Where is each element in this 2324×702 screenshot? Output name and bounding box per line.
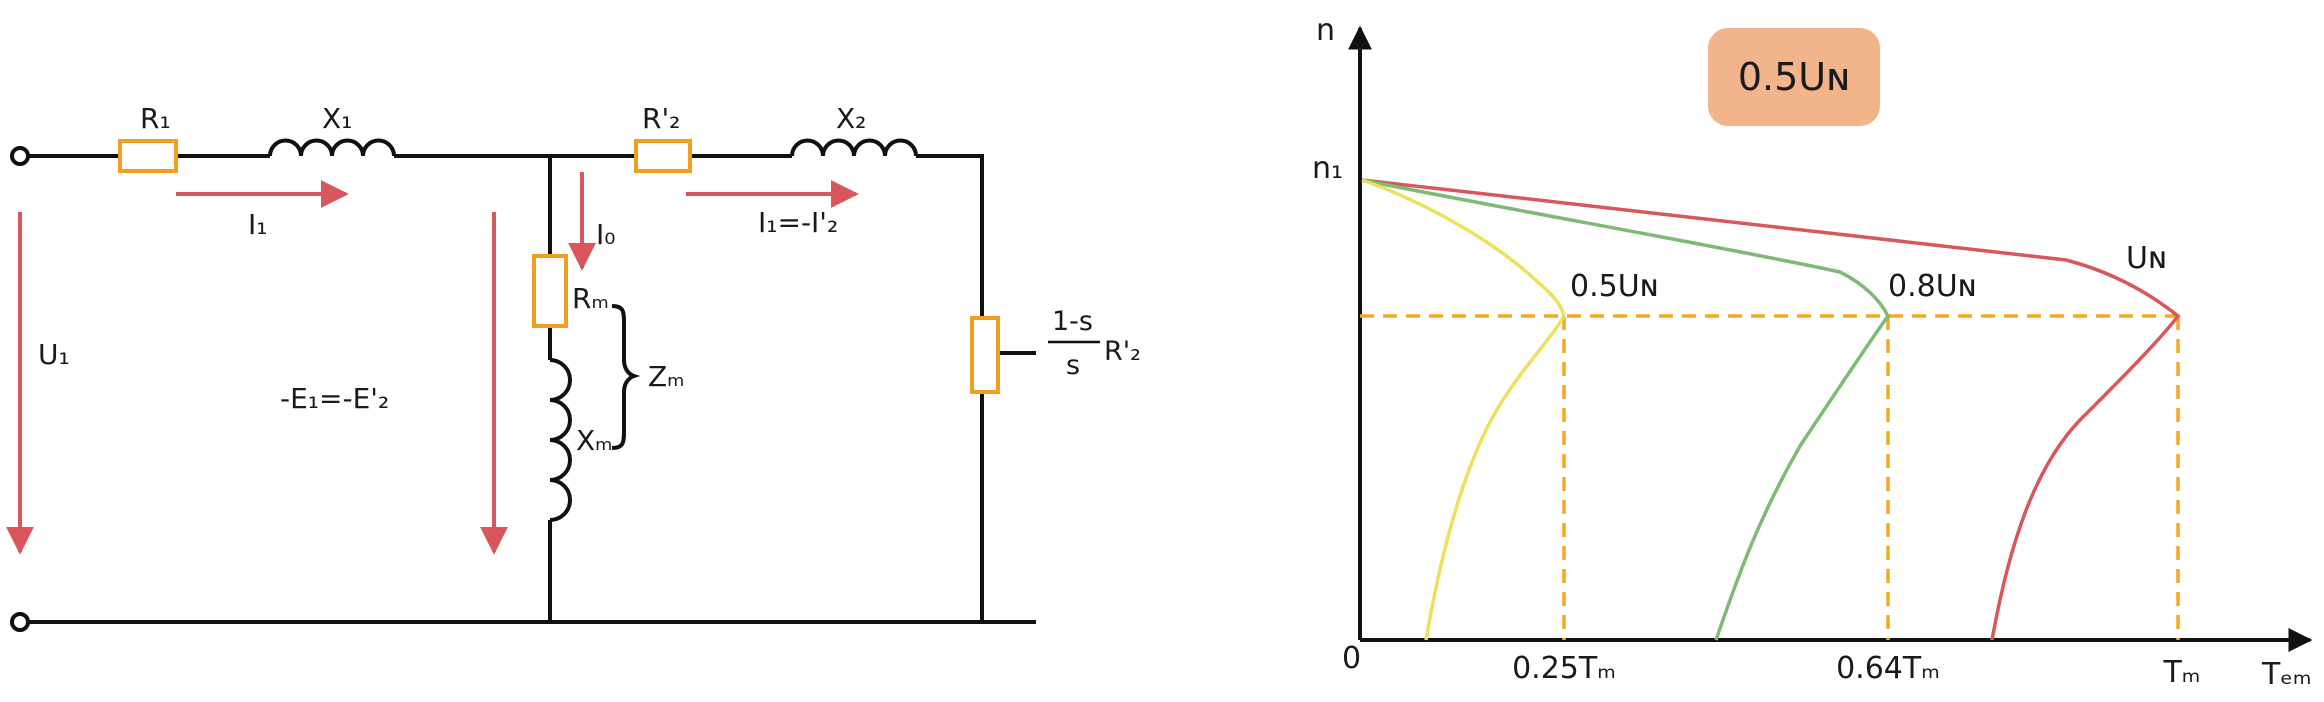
origin-label: 0	[1342, 641, 1361, 676]
load-wire	[980, 351, 1036, 622]
curve-05un	[1361, 178, 1566, 641]
badge-box	[1708, 28, 1880, 126]
label-xm: Xₘ	[576, 424, 613, 457]
x-tick-064tm: 0.64Tₘ	[1836, 651, 1940, 686]
torque-speed-chart: 0.5Uɴ n Tₑₘ 0 n₁ Uɴ 0.8Uɴ 0.5Uɴ 0.25Tₘ 0…	[1312, 13, 2313, 692]
resistor-r1	[118, 139, 178, 173]
label-r1: R₁	[140, 102, 171, 135]
badge-label: 0.5Uɴ	[1738, 55, 1850, 99]
label-x2: X₂	[836, 102, 866, 135]
equivalent-circuit: R₁ X₁ R'₂ X₂ I₁ I₀ I₁=-I'₂ U₁ -E₁=-E'₂ R…	[6, 102, 1141, 632]
label-load-denominator: s	[1066, 350, 1080, 381]
label-zm: Zₘ	[648, 360, 685, 393]
x-tick-025tm: 0.25Tₘ	[1512, 651, 1616, 686]
label-x1: X₁	[322, 102, 352, 135]
curve-label-08un: 0.8Uɴ	[1888, 269, 1977, 304]
label-r2-prime: R'₂	[642, 102, 680, 135]
resistor-rm	[532, 254, 568, 328]
resistor-r2-prime	[634, 139, 692, 173]
x-tick-tm: Tₘ	[2162, 655, 2200, 690]
n1-label: n₁	[1312, 151, 1343, 186]
label-load-numerator: 1-s	[1052, 306, 1093, 337]
terminal-bottom	[10, 612, 30, 632]
load-fraction: 1-s s R'₂	[1048, 306, 1141, 381]
label-i0: I₀	[596, 218, 615, 251]
curve-08un	[1361, 178, 1891, 641]
label-rm: Rₘ	[572, 282, 609, 315]
inductor-x1	[268, 138, 396, 157]
label-i1: I₁	[248, 208, 267, 241]
dashed-guides	[1360, 314, 2180, 640]
inductor-xm	[549, 358, 572, 522]
inductor-x2	[790, 138, 918, 157]
terminal-top	[10, 146, 30, 166]
zm-brace	[611, 304, 641, 450]
y-axis-label: n	[1316, 13, 1335, 48]
label-i1-eq: I₁=-I'₂	[758, 206, 838, 239]
curve-label-05un: 0.5Uɴ	[1570, 269, 1659, 304]
curve-un	[1361, 178, 2181, 641]
label-e1: -E₁=-E'₂	[280, 382, 389, 415]
x-axis-label: Tₑₘ	[2261, 657, 2312, 692]
top-wire	[28, 154, 984, 318]
resistor-load	[970, 316, 1000, 394]
label-u1: U₁	[38, 338, 70, 371]
curve-label-un: Uɴ	[2126, 241, 2167, 276]
label-load-r: R'₂	[1104, 336, 1141, 367]
